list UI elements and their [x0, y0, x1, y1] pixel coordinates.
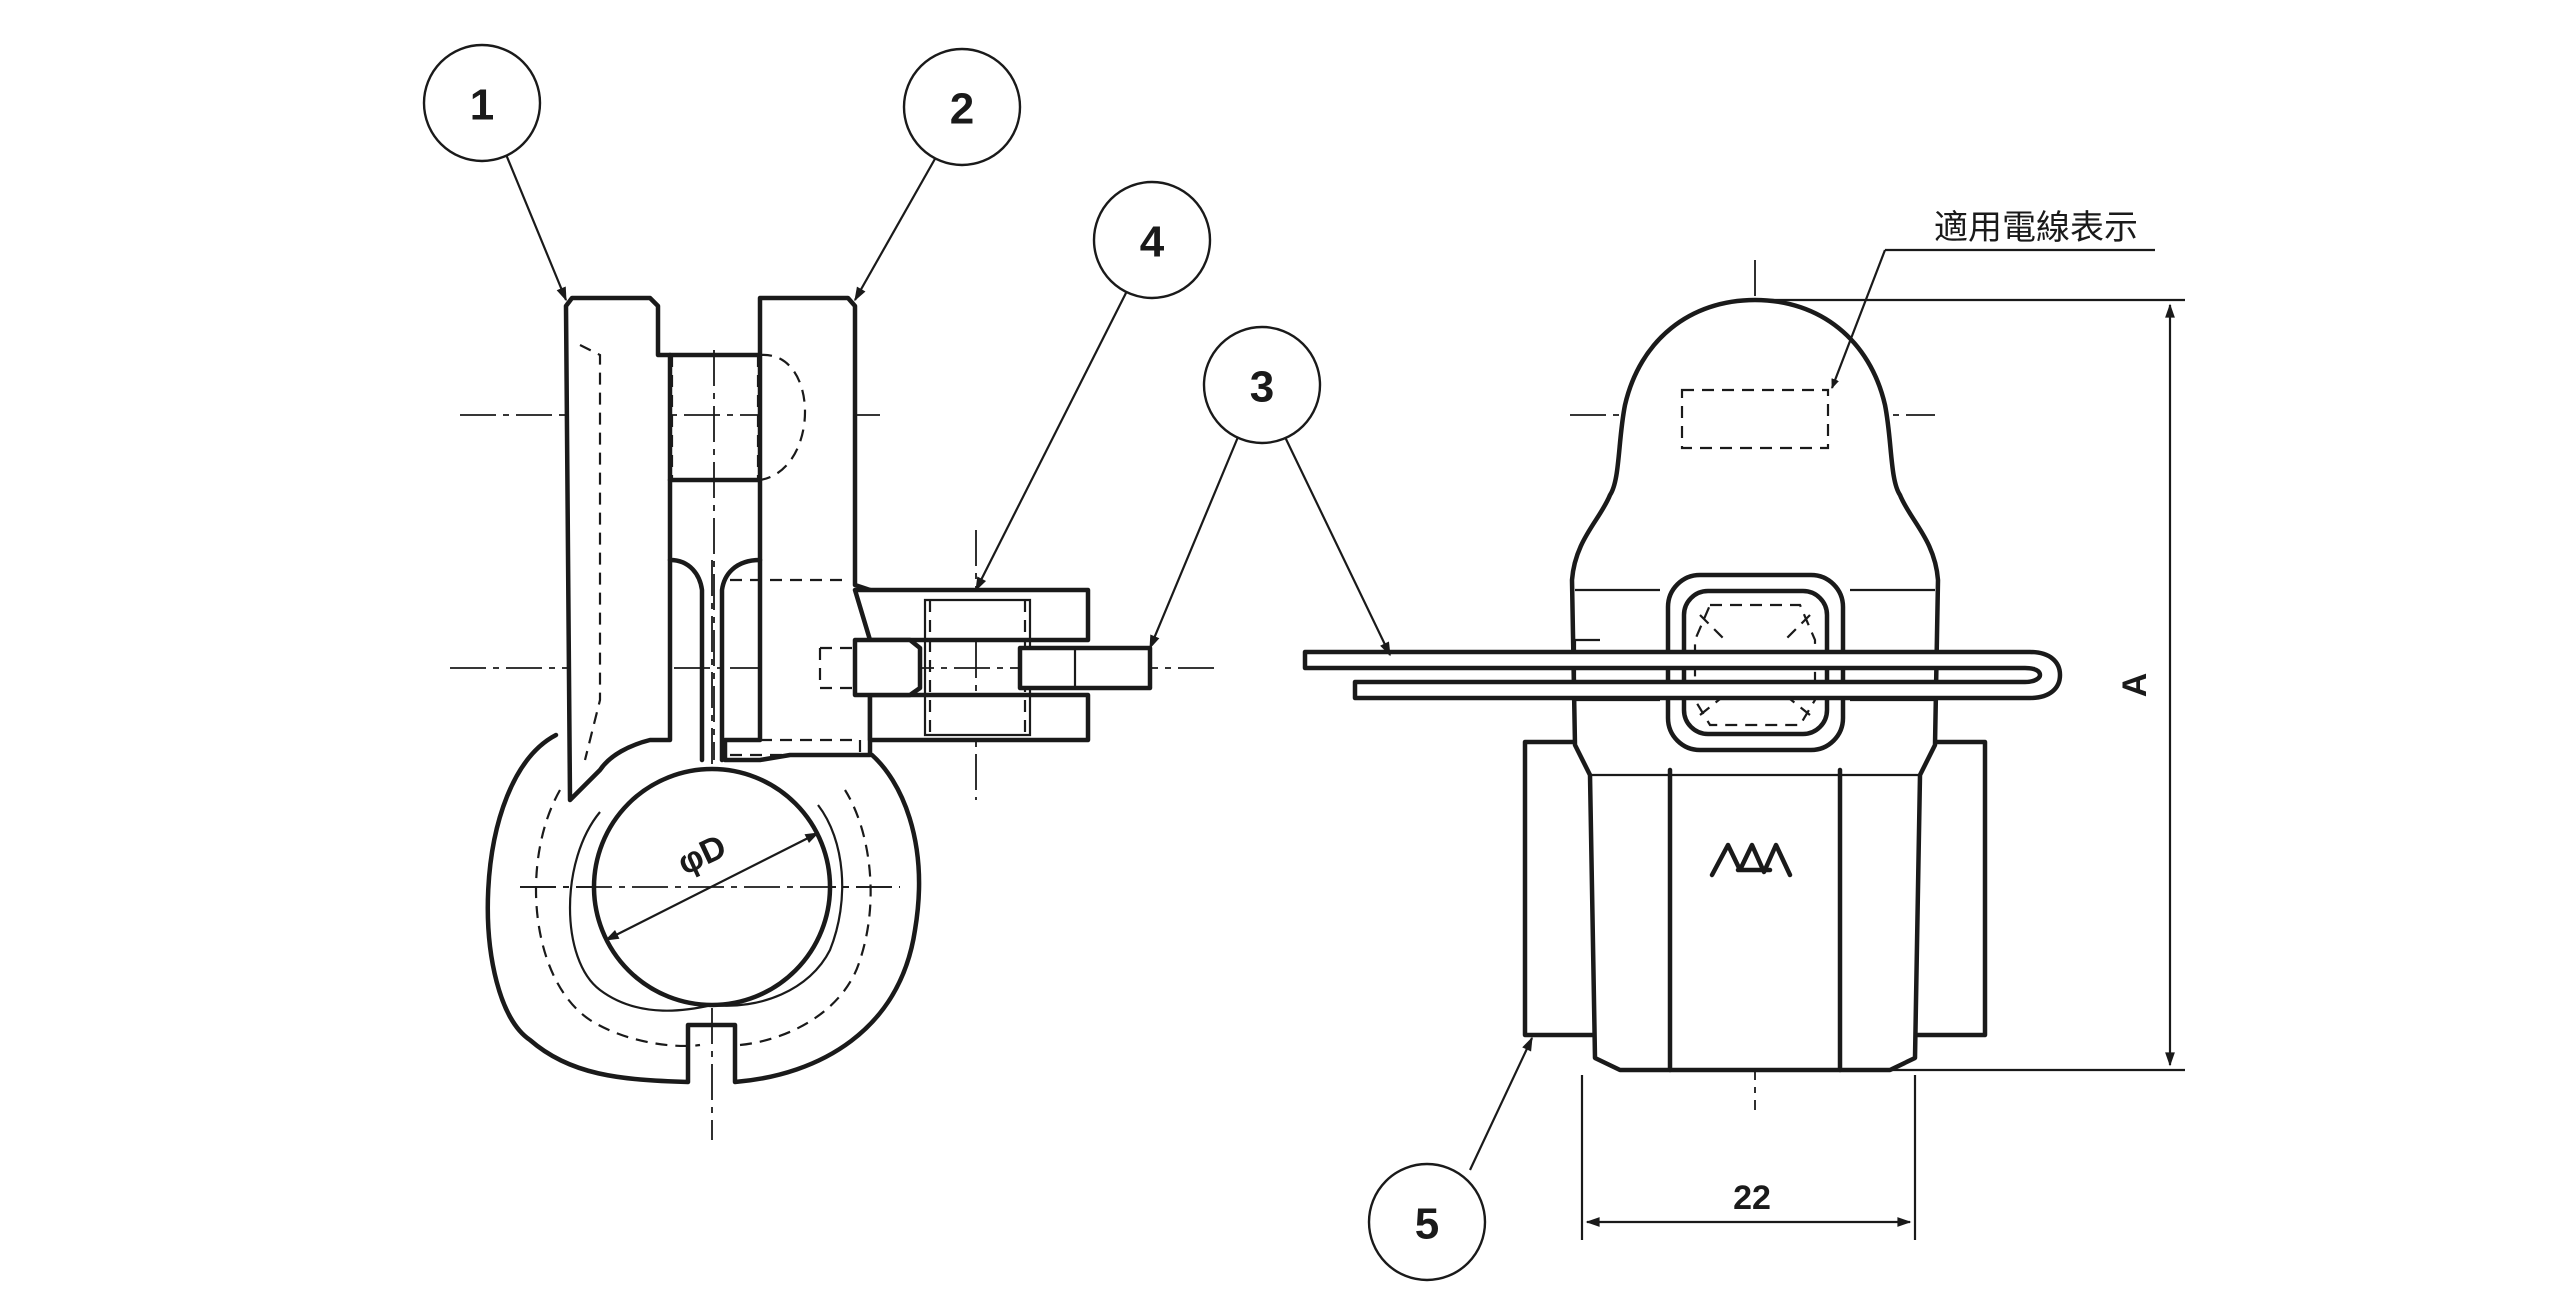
- split-pin: [1302, 649, 2063, 701]
- balloon-5-label: 5: [1415, 1200, 1439, 1249]
- wire-indicator-label: 適用電線表示: [1934, 208, 2138, 248]
- diameter-dimension-line: [604, 832, 820, 941]
- maker-mark-logo: [1709, 842, 1793, 878]
- dimension-a: A: [1755, 298, 2185, 1072]
- bolt-shank: [1017, 645, 1153, 691]
- clamp-ring-hidden: [534, 789, 872, 1048]
- balloon-1: 1: [422, 43, 568, 302]
- clamp-ring-outline: [485, 732, 922, 1085]
- clamp-arm-right: [722, 295, 873, 763]
- balloon-3-label: 3: [1250, 363, 1274, 412]
- balloon-4-label: 4: [1140, 218, 1165, 267]
- dimension-a-label: A: [2116, 673, 2154, 698]
- balloon-3: 3: [1148, 325, 1391, 657]
- dimension-22-label: 22: [1733, 1179, 1771, 1217]
- nut-hidden-hex: [1693, 603, 1817, 727]
- balloon-1-label: 1: [470, 81, 494, 130]
- clamp-arm-left: [563, 295, 673, 803]
- clamp-web: [667, 352, 763, 763]
- balloon-2: 2: [854, 47, 1022, 302]
- dimension-22: 22: [1580, 1075, 1917, 1240]
- side-view: φD: [450, 295, 1220, 1140]
- front-view: [1302, 260, 2063, 1110]
- balloon-5: 5: [1367, 1036, 1533, 1282]
- balloon-2-label: 2: [950, 85, 974, 134]
- wire-indicator-annotation: 適用電線表示: [1830, 208, 2155, 389]
- nut-block: [852, 587, 1091, 643]
- balloon-4: 4: [975, 180, 1212, 592]
